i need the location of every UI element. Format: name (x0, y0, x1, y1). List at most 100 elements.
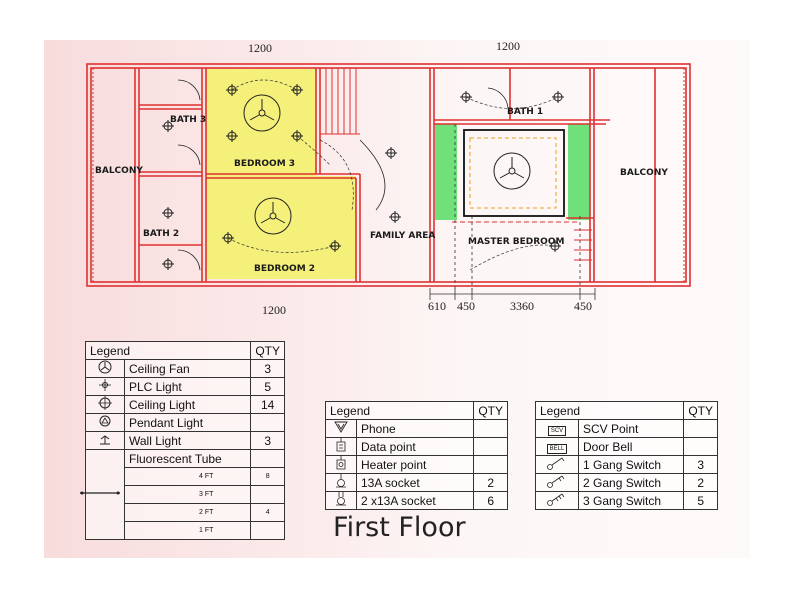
legend-qty: 6 (473, 491, 508, 510)
legend-row: Data point (325, 437, 508, 456)
legend-header: Legend (534, 401, 685, 420)
dim-3360: 3360 (510, 299, 534, 313)
label-bath1: BATH 1 (507, 107, 543, 117)
legend-qty (250, 449, 285, 468)
master-ceiling-frame (463, 129, 565, 217)
wardrobe-left-highlight (435, 124, 457, 220)
wardrobe-right-highlight (568, 124, 590, 220)
wiring-paths (227, 79, 559, 271)
legend-qty: 5 (250, 377, 285, 396)
page-title: First Floor (333, 512, 466, 543)
bedroom3-highlight (206, 69, 316, 176)
legend-header: Legend (324, 401, 475, 420)
tube-size: 3 FT (123, 485, 252, 504)
door-bell-icon: BELL (546, 444, 568, 454)
two-gang-switch-icon (547, 475, 565, 488)
legend-qty (250, 413, 285, 432)
three-gang-switch-icon (547, 493, 565, 506)
label-bath2: BATH 2 (143, 229, 179, 239)
qty-header: QTY (473, 401, 508, 420)
fluorescent-tube-icon (80, 491, 120, 495)
legend-qty (473, 455, 508, 474)
ceiling-lights (162, 84, 564, 270)
legend-switches: Legend QTY SCV SCV Point BELL Door Bell … (534, 401, 718, 510)
label-master-bedroom: MASTER BEDROOM (468, 237, 564, 247)
legend-label: Wall Light (123, 431, 252, 450)
tube-qty: 8 (250, 467, 285, 486)
legend-qty: 3 (250, 431, 285, 450)
legend-label: Phone (355, 419, 475, 438)
plc-light-icon (99, 379, 111, 391)
dim-610: 610 (428, 299, 446, 313)
dim-top-right: 1200 (496, 39, 520, 53)
socket-13a-icon (336, 474, 346, 488)
dimension-lines (429, 124, 596, 300)
dim-450-left: 450 (457, 299, 475, 313)
dim-bottom-left: 1200 (262, 303, 286, 317)
ceiling-light-icon (98, 396, 112, 410)
phone-icon (334, 421, 348, 433)
label-family-area: FAMILY AREA (370, 231, 435, 241)
legend-label: Pendant Light (123, 413, 252, 432)
legend-header: Legend (84, 341, 252, 360)
bedroom2-highlight (206, 176, 356, 279)
walls (86, 63, 691, 287)
staircase (320, 68, 592, 261)
dim-top-left: 1200 (248, 41, 272, 55)
legend-row: PLC Light 5 (85, 377, 285, 396)
door-swings (177, 79, 509, 271)
legend-row: 2 Gang Switch 2 (535, 473, 718, 492)
tube-size: 1 FT (123, 521, 252, 540)
tube-qty (250, 485, 285, 504)
legend-qty: 3 (683, 455, 718, 474)
legend-points: Legend QTY Phone Data point Heater point… (324, 401, 508, 510)
legend-row: 1 Gang Switch 3 (535, 455, 718, 474)
tube-qty (250, 521, 285, 540)
legend-label: Heater point (355, 455, 475, 474)
legend-qty: 14 (250, 395, 285, 414)
label-balcony-left: BALCONY (95, 166, 143, 176)
legend-row: BELL Door Bell (535, 437, 718, 456)
double-socket-icon (336, 492, 346, 506)
legend-row: Fluorescent Tube (80, 449, 285, 540)
legend-lighting: Legend QTY Ceiling Fan 3 PLC Light 5 Cei… (80, 341, 285, 540)
legend-row: Heater point (325, 455, 508, 474)
legend-qty: 3 (250, 359, 285, 378)
one-gang-switch-icon (547, 457, 565, 470)
heater-point-icon (336, 456, 346, 470)
qty-header: QTY (250, 341, 285, 360)
wall-light-icon (100, 435, 110, 445)
tube-size-row: 2 FT 4 (86, 503, 285, 522)
legend-row: SCV SCV Point (535, 419, 718, 438)
label-bedroom3: BEDROOM 3 (234, 159, 295, 169)
ceiling-fans (243, 94, 531, 235)
pendant-light-icon (99, 415, 111, 427)
qty-header: QTY (683, 401, 718, 420)
label-balcony-right: BALCONY (620, 168, 668, 178)
data-point-icon (336, 438, 346, 452)
legend-qty (683, 437, 718, 456)
legend-label: 3 Gang Switch (577, 491, 685, 510)
legend-qty: 2 (473, 473, 508, 492)
legend-qty: 2 (683, 473, 718, 492)
scv-point-icon: SCV (547, 426, 567, 436)
legend-row: Ceiling Light 14 (85, 395, 285, 414)
ceiling-fan-icon (98, 360, 112, 374)
legend-label: Data point (355, 437, 475, 456)
legend-row: Phone (325, 419, 508, 438)
tube-size: 2 FT (123, 503, 252, 522)
legend-qty (683, 419, 718, 438)
legend-qty: 5 (683, 491, 718, 510)
label-bedroom2: BEDROOM 2 (254, 264, 315, 274)
tube-size-row: 1 FT (86, 521, 285, 540)
legend-label: Ceiling Light (123, 395, 252, 414)
legend-label: 1 Gang Switch (577, 455, 685, 474)
legend-label: PLC Light (123, 377, 252, 396)
legend-qty (473, 437, 508, 456)
legend-label: 13A socket (355, 473, 475, 492)
tube-qty: 4 (250, 503, 285, 522)
label-bath3: BATH 3 (170, 115, 206, 125)
legend-row: 3 Gang Switch 5 (535, 491, 718, 510)
tube-size: 4 FT (123, 467, 252, 486)
